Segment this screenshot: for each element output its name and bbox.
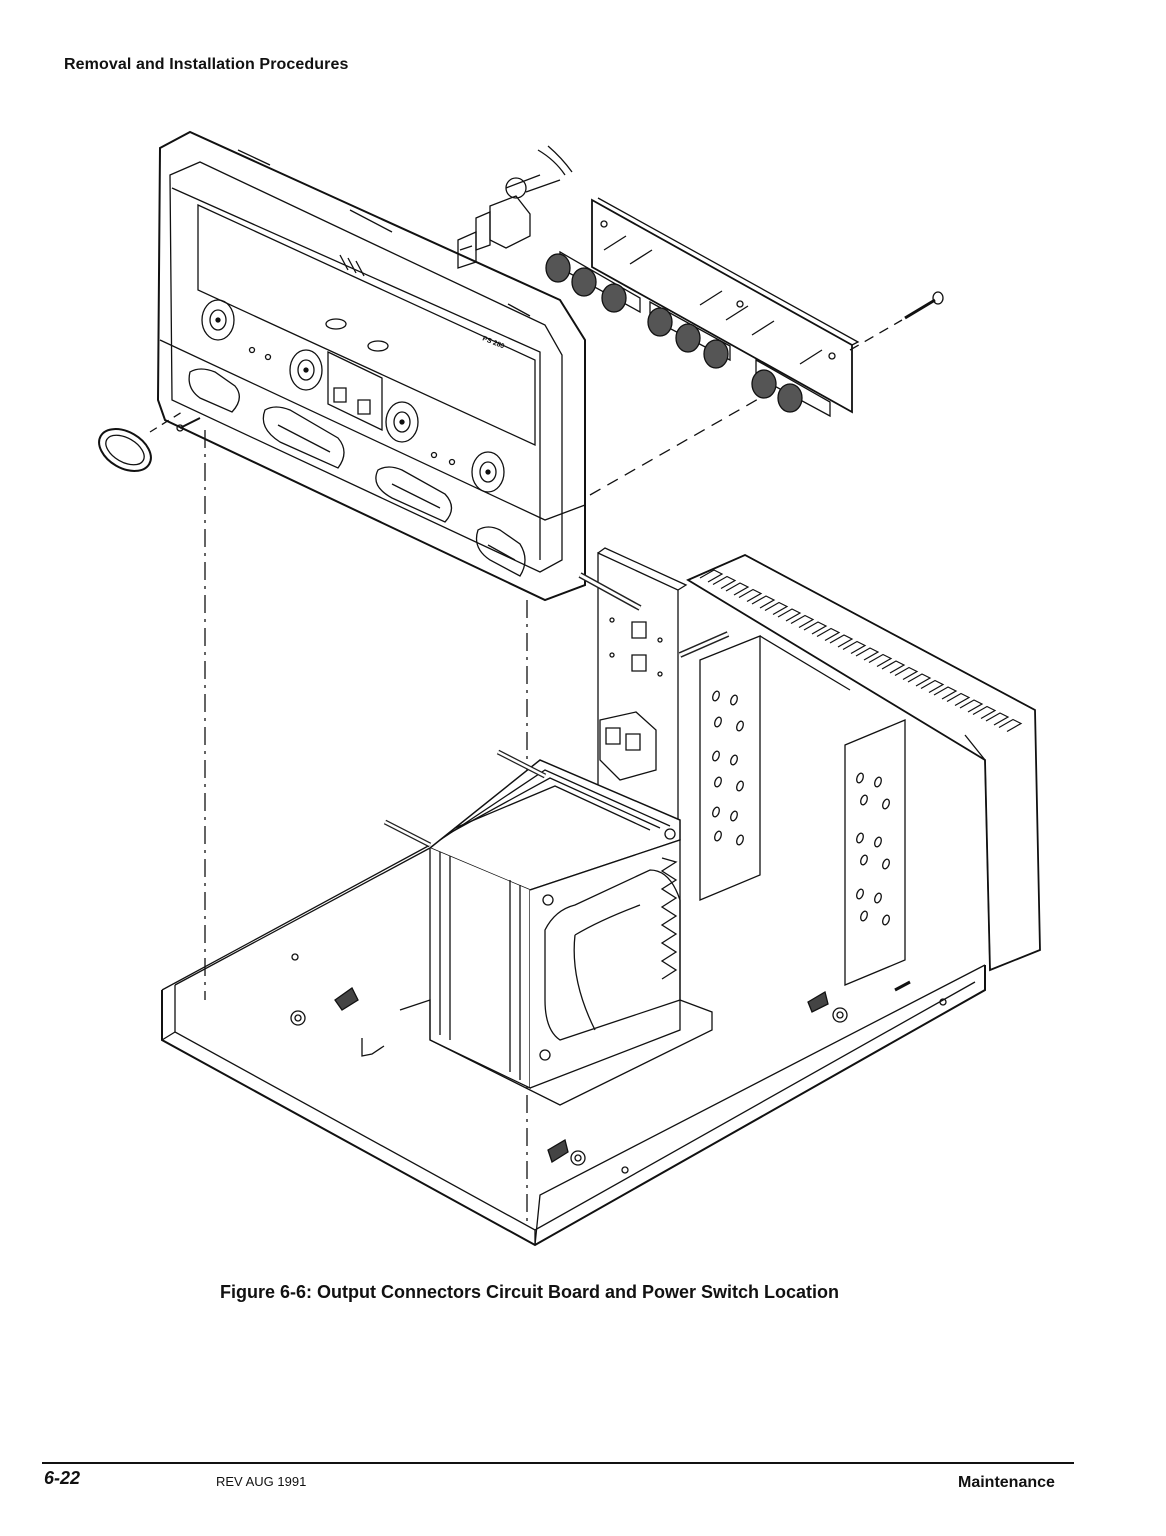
hex-nut: [571, 1151, 585, 1165]
mounting-screw: [905, 292, 943, 318]
footer-divider: [42, 1462, 1074, 1464]
heat-sink-bracket: [845, 720, 905, 985]
figure-caption: Figure 6-6: Output Connectors Circuit Bo…: [220, 1282, 839, 1303]
output-connectors-circuit-board: [592, 198, 858, 412]
hex-nut: [291, 1011, 305, 1025]
section-name: Maintenance: [958, 1474, 1055, 1492]
heat-sink-bracket: [700, 636, 850, 900]
oval-cap: [92, 420, 158, 479]
revision-date: REV AUG 1991: [216, 1474, 306, 1489]
hex-nut: [833, 1008, 847, 1022]
page-number: 6-22: [44, 1468, 80, 1489]
power-switch: [458, 146, 572, 268]
